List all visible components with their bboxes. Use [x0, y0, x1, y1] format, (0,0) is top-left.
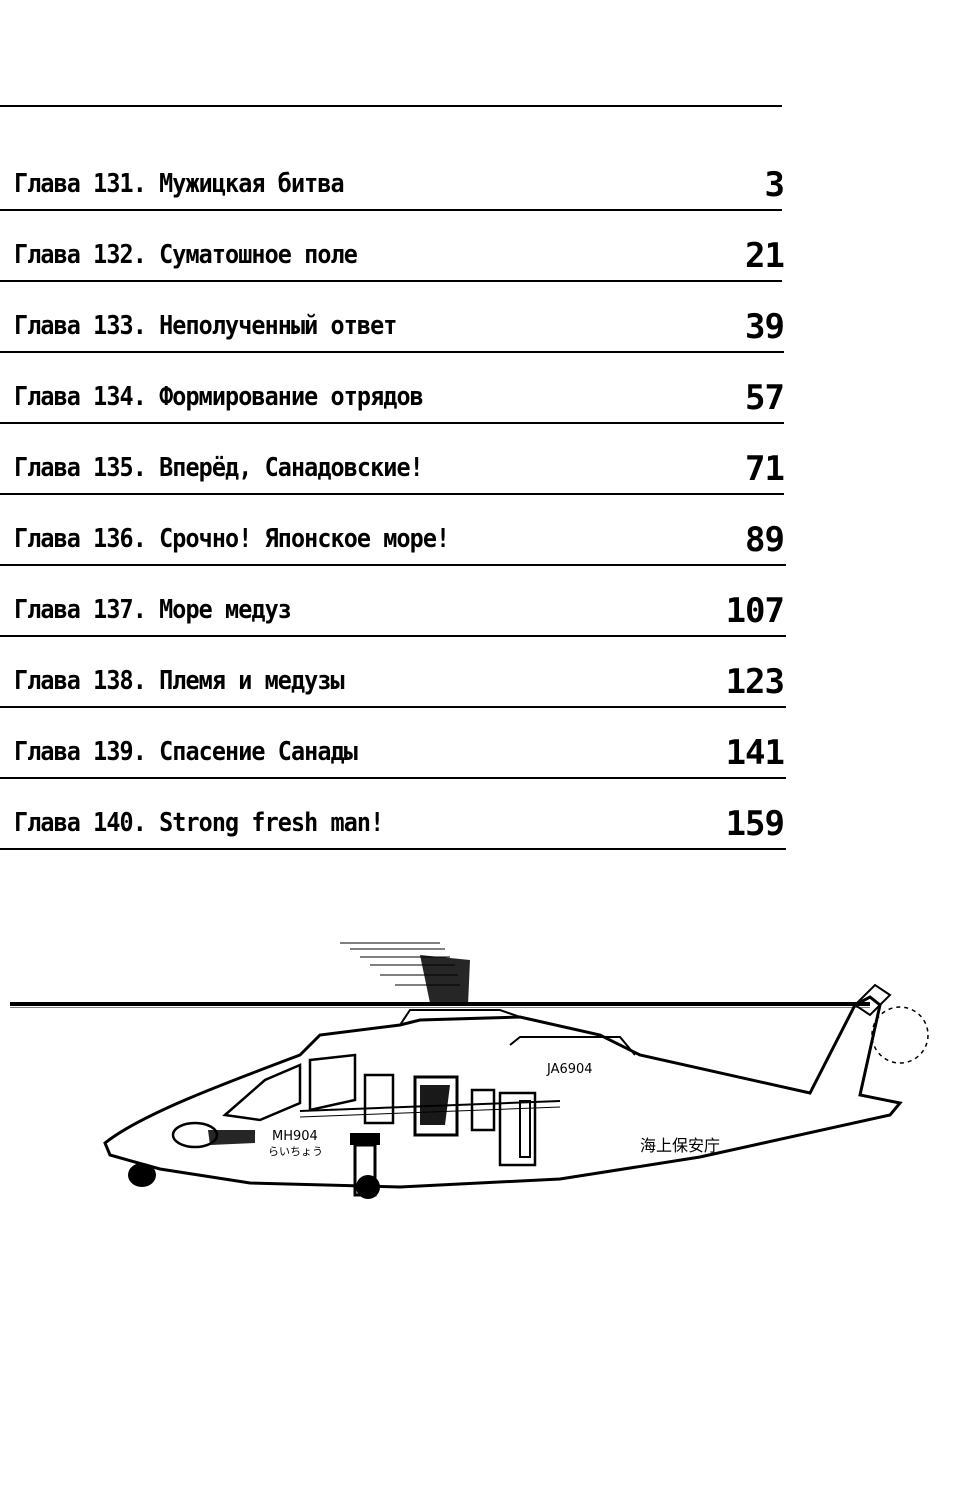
helicopter-drawing: JA6904 MH904 らいちょう 海上保安庁	[10, 942, 929, 1199]
nose-wheel	[128, 1163, 156, 1187]
chapter-title: Глава 138. Племя и медузы	[14, 666, 345, 696]
toc-row[interactable]: Глава 136. Срочно! Японское море! 89	[0, 495, 790, 566]
cabin-window	[498, 1091, 537, 1167]
top-rule	[0, 105, 782, 107]
cockpit-window	[308, 1053, 357, 1112]
tail-rotor	[871, 1006, 929, 1064]
chapter-page: 107	[725, 591, 785, 631]
row-rule	[0, 706, 786, 708]
chapter-title: Глава 136. Срочно! Японское море!	[14, 524, 450, 554]
chapter-page: 141	[725, 733, 785, 773]
row-rule	[0, 848, 786, 850]
toc-row[interactable]: Глава 139. Спасение Санады 141	[0, 708, 790, 779]
main-wheel	[356, 1175, 380, 1199]
toc-row[interactable]: Глава 132. Суматошное поле 21	[0, 211, 790, 282]
row-rule	[0, 777, 786, 779]
registration-marking: JA6904	[546, 1062, 593, 1077]
chapter-title: Глава 135. Вперёд, Санадовские!	[14, 453, 424, 483]
chapter-title: Глава 134. Формирование отрядов	[14, 382, 424, 412]
table-of-contents: Глава 131. Мужицкая битва 3 Глава 132. С…	[0, 140, 790, 850]
toc-row[interactable]: Глава 134. Формирование отрядов 57	[0, 353, 790, 424]
row-rule	[0, 422, 784, 424]
chapter-page: 123	[725, 662, 785, 702]
row-rule	[0, 351, 784, 353]
toc-row[interactable]: Глава 140. Strong fresh man! 159	[0, 779, 790, 850]
chapter-page: 89	[745, 520, 785, 560]
row-rule	[0, 280, 782, 282]
chapter-title: Глава 133. Неполученный ответ	[14, 311, 397, 341]
row-rule	[0, 635, 786, 637]
row-rule	[0, 209, 782, 211]
chapter-page: 39	[745, 307, 785, 347]
chapter-title: Глава 139. Спасение Санады	[14, 737, 358, 767]
row-rule	[0, 564, 786, 566]
row-rule	[0, 493, 784, 495]
chapter-page: 71	[745, 449, 785, 489]
chapter-title: Глава 140. Strong fresh man!	[14, 808, 384, 838]
chapter-page: 3	[764, 165, 786, 205]
chapter-title: Глава 137. Море медуз	[14, 595, 292, 625]
toc-row[interactable]: Глава 131. Мужицкая битва 3	[0, 140, 790, 211]
chapter-title: Глава 131. Мужицкая битва	[14, 169, 345, 199]
toc-row[interactable]: Глава 135. Вперёд, Санадовские! 71	[0, 424, 790, 495]
cockpit-window	[222, 1063, 302, 1122]
designation-marking: MH904	[272, 1129, 318, 1144]
fuselage	[103, 995, 903, 1189]
toc-row[interactable]: Глава 133. Неполученный ответ 39	[0, 282, 790, 353]
helicopter-illustration: JA6904 MH904 らいちょう 海上保安庁	[0, 925, 968, 1215]
rotor-blade	[10, 1002, 870, 1006]
chapter-page: 57	[745, 378, 785, 418]
cabin-window	[363, 1073, 395, 1125]
agency-marking: 海上保安庁	[640, 1136, 720, 1155]
chapter-page: 21	[745, 236, 785, 276]
chapter-page: 159	[725, 804, 785, 844]
toc-row[interactable]: Глава 137. Море медуз 107	[0, 566, 790, 637]
chapter-title: Глава 132. Суматошное поле	[14, 240, 358, 270]
rotor-hub	[420, 955, 470, 1005]
toc-row[interactable]: Глава 138. Племя и медузы 123	[0, 637, 790, 708]
kana-marking: らいちょう	[268, 1145, 323, 1158]
